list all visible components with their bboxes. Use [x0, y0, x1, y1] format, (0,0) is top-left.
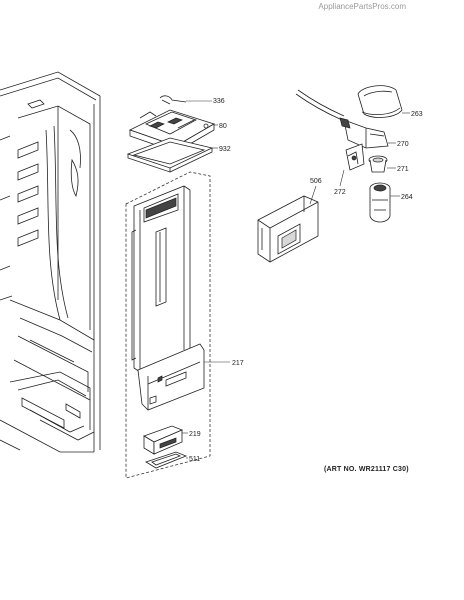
- callout-219: 219: [189, 431, 201, 438]
- callout-272: 272: [334, 189, 346, 196]
- part-932: [126, 137, 214, 173]
- part-271: [368, 155, 388, 173]
- watermark: AppliancePartsPros.com: [318, 2, 406, 11]
- part-264: [369, 182, 391, 223]
- callout-80: 80: [219, 123, 227, 130]
- part-506: [257, 195, 319, 263]
- assembly-boundary: [125, 171, 211, 479]
- part-219: [143, 425, 184, 455]
- part-272: [345, 143, 365, 171]
- part-270: [339, 117, 389, 149]
- callout-336: 336: [213, 98, 225, 105]
- part-217: [131, 185, 205, 411]
- callout-270: 270: [397, 141, 409, 148]
- callout-506: 506: [310, 178, 322, 185]
- water-tube: [295, 89, 345, 121]
- callout-264: 264: [401, 194, 413, 201]
- part-511: [145, 451, 188, 469]
- callout-932: 932: [219, 146, 231, 153]
- callout-271: 271: [397, 166, 409, 173]
- part-263: [357, 85, 403, 118]
- callout-263: 263: [411, 111, 423, 118]
- part-336: [159, 95, 187, 105]
- callout-217: 217: [232, 360, 244, 367]
- refrigerator-cabinet: [0, 71, 101, 453]
- callout-511: 511: [189, 456, 200, 463]
- art-number: (ART NO. WR21117 C30): [324, 466, 409, 473]
